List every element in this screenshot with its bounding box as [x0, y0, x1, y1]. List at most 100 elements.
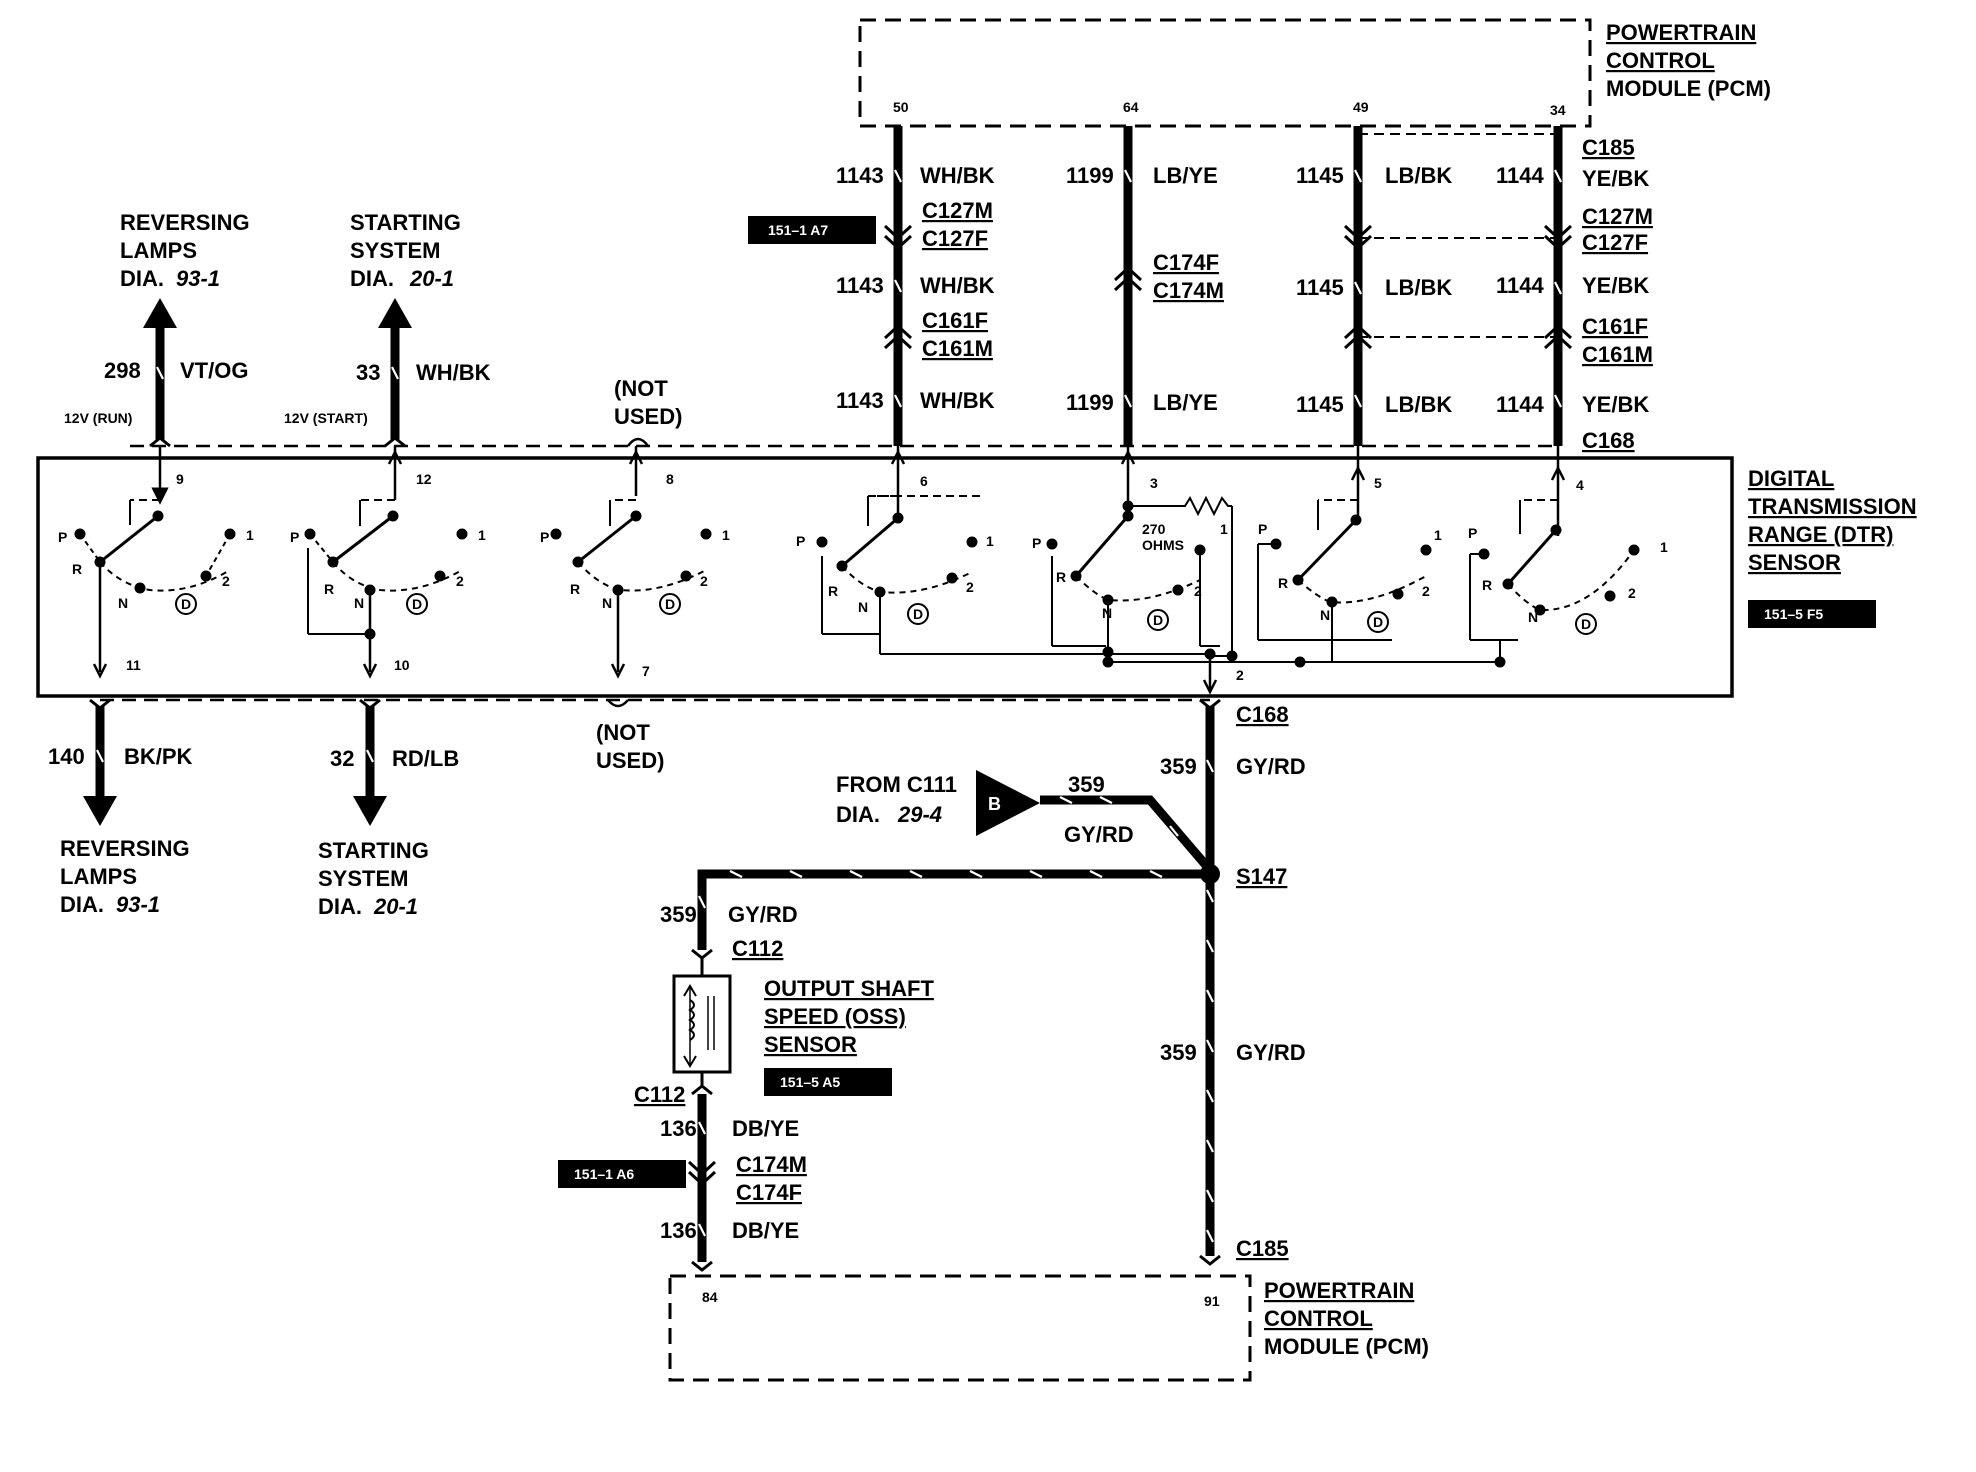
- col1-circuit-a: 1143: [836, 163, 884, 188]
- dtr-pin-1: 1: [1220, 521, 1228, 537]
- pos-d-7: D: [1581, 616, 1591, 632]
- start-sys-bottom-color: RD/LB: [392, 746, 459, 771]
- col1-circuit-c: 1143: [836, 388, 884, 413]
- col1-circuit-b: 1143: [836, 273, 884, 298]
- gyrd-color-3: GY/RD: [728, 902, 798, 927]
- dtr-pin-12: 12: [416, 471, 432, 487]
- gyrd-circuit-3: 359: [660, 902, 697, 927]
- rev-lamps-top-1: REVERSING: [120, 210, 250, 235]
- col4-color-b: YE/BK: [1582, 273, 1649, 298]
- from-c111-badge-shape: [976, 770, 1040, 836]
- pos-r-3: R: [570, 581, 580, 597]
- start-sys-bottom-1: STARTING: [318, 838, 429, 863]
- pos-1-1: 1: [246, 527, 254, 543]
- pos-d-2: D: [412, 596, 422, 612]
- dtr-pin-5: 5: [1374, 475, 1382, 491]
- pos-r-4: R: [828, 583, 838, 599]
- dtr-pin-8: 8: [666, 471, 674, 487]
- start-sys-top-dia: 20-1: [409, 266, 454, 291]
- dtr-pin-7: 7: [642, 663, 650, 679]
- connector-c174f-2: C174F: [736, 1180, 802, 1205]
- col2-circuit-a: 1199: [1066, 163, 1114, 188]
- connector-c174m-1: C174M: [1153, 278, 1224, 303]
- rev-lamps-bottom-dia: 93-1: [116, 892, 160, 917]
- pos-n-6: N: [1320, 607, 1330, 623]
- pos-1-7: 1: [1660, 539, 1668, 555]
- start-sys-bottom-2: SYSTEM: [318, 866, 408, 891]
- pos-p-1: P: [58, 529, 67, 545]
- pos-p-6: P: [1258, 521, 1267, 537]
- pos-r-2: R: [324, 581, 334, 597]
- col3-circuit-a: 1145: [1296, 163, 1344, 188]
- tag-a7: 151–1 A7: [768, 222, 828, 238]
- pos-2-3: 2: [700, 573, 708, 589]
- pos-n-3: N: [602, 595, 612, 611]
- dtr-pin-6: 6: [920, 473, 928, 489]
- col2-circuit-c: 1199: [1066, 390, 1114, 415]
- pos-2-2: 2: [456, 573, 464, 589]
- pos-d-4: D: [913, 606, 923, 622]
- pos-2-6: 2: [1422, 583, 1430, 599]
- dtr-pin-9: 9: [176, 471, 184, 487]
- pos-1-6: 1: [1434, 527, 1442, 543]
- rev-lamps-top-2: LAMPS: [120, 238, 197, 263]
- tag-a6-box: [558, 1160, 686, 1188]
- pos-r-7: R: [1482, 577, 1492, 593]
- start-sys-top-color: WH/BK: [416, 360, 491, 385]
- rev-lamps-bottom-2: LAMPS: [60, 864, 137, 889]
- connector-c174f-1: C174F: [1153, 250, 1219, 275]
- connector-c127f-1: C127F: [922, 226, 988, 251]
- connector-c161m-2: C161M: [1582, 342, 1653, 367]
- tag-a5: 151–5 A5: [780, 1074, 840, 1090]
- supply-start: 12V (START): [284, 410, 368, 426]
- pos-d-5: D: [1153, 612, 1163, 628]
- dtr-title-3: RANGE (DTR): [1748, 522, 1893, 547]
- dtr-pin-11: 11: [126, 657, 141, 673]
- pos-p-2: P: [290, 529, 299, 545]
- pcm-top-pin-34: 34: [1550, 102, 1566, 118]
- pos-2-1: 2: [222, 573, 230, 589]
- connector-c127m-1: C127M: [922, 198, 993, 223]
- from-c111-circuit: 359: [1068, 772, 1105, 797]
- start-sys-top-1: STARTING: [350, 210, 461, 235]
- col4-circuit-c: 1144: [1496, 392, 1544, 417]
- top-wires: [130, 126, 1573, 448]
- from-c111-color: GY/RD: [1064, 822, 1134, 847]
- oss-title-3: SENSOR: [764, 1032, 857, 1057]
- connector-c112-bottom: C112: [634, 1082, 685, 1107]
- col2-color-c: LB/YE: [1153, 390, 1218, 415]
- connector-c127m-2: C127M: [1582, 204, 1653, 229]
- splice-s147: S147: [1236, 864, 1287, 889]
- dtr-title-2: TRANSMISSION: [1748, 494, 1917, 519]
- col3-circuit-c: 1145: [1296, 392, 1344, 417]
- tag-a5-box: [764, 1068, 892, 1096]
- pos-2-7: 2: [1628, 585, 1636, 601]
- pcm-top-title-2: CONTROL: [1606, 48, 1715, 73]
- pcm-bottom-title-1: POWERTRAIN: [1264, 1278, 1414, 1303]
- not-used-bottom-2: USED): [596, 748, 664, 773]
- col3-color-b: LB/BK: [1385, 275, 1452, 300]
- col1-color-b: WH/BK: [920, 273, 995, 298]
- col1-color-a: WH/BK: [920, 163, 995, 188]
- connector-c161m-1: C161M: [922, 336, 993, 361]
- col4-color-a: YE/BK: [1582, 166, 1649, 191]
- start-sys-bottom-circuit: 32: [330, 746, 354, 771]
- pos-r-6: R: [1278, 575, 1288, 591]
- pos-p-3: P: [540, 529, 549, 545]
- not-used-top-2: USED): [614, 404, 682, 429]
- dtr-pin-10: 10: [394, 657, 410, 673]
- pos-n-5: N: [1102, 605, 1112, 621]
- connector-c127f-2: C127F: [1582, 230, 1648, 255]
- gyrd-color-1: GY/RD: [1236, 754, 1306, 779]
- pcm-top-title-3: MODULE (PCM): [1606, 76, 1771, 101]
- pos-d-1: D: [181, 596, 191, 612]
- col4-circuit-b: 1144: [1496, 273, 1544, 298]
- not-used-top-1: (NOT: [614, 376, 668, 401]
- resistor-unit: OHMS: [1142, 537, 1184, 553]
- dtr-title-4: SENSOR: [1748, 550, 1841, 575]
- connector-c168-top: C168: [1582, 428, 1635, 453]
- col3-color-c: LB/BK: [1385, 392, 1452, 417]
- connector-c174m-2: C174M: [736, 1152, 807, 1177]
- dtr-pin-4: 4: [1576, 477, 1584, 493]
